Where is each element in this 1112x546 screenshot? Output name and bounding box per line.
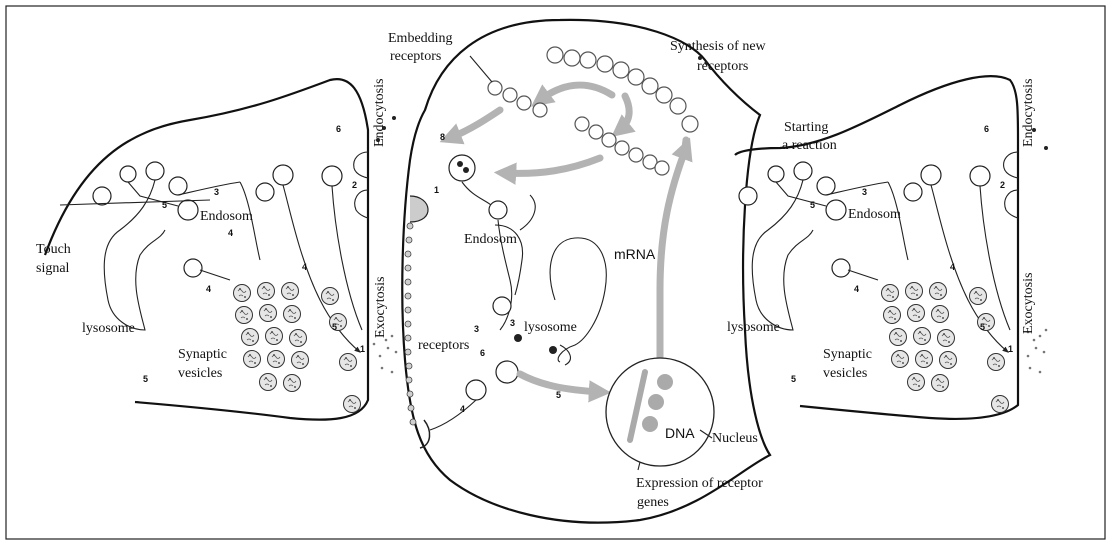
step-number: 5: [143, 374, 148, 384]
figure-border: [6, 6, 1105, 539]
step-number: 2: [1000, 180, 1005, 190]
embedding-receptors-label-line1: Embedding: [388, 31, 453, 46]
step-number: 6: [984, 124, 989, 134]
synaptic-vesicles-label-left-line1: Synaptic: [178, 347, 227, 362]
embedding-receptors-label-line2: receptors: [390, 49, 441, 64]
endosom-label-right: Endosom: [848, 207, 901, 222]
lysosome-label-right: lysosome: [727, 320, 780, 335]
endosom-label-left: Endosom: [200, 209, 253, 224]
step-number: 4: [854, 284, 859, 294]
step-number: 3: [474, 324, 479, 334]
nucleus-label: Nucleus: [712, 431, 758, 446]
step-number: 1: [360, 344, 365, 354]
step-number: 5: [791, 374, 796, 384]
dna-label: DNA: [665, 425, 695, 441]
postsynaptic-cell: [402, 20, 770, 523]
step-number: 3: [510, 318, 515, 328]
synthesis-label-line2: receptors: [697, 59, 748, 74]
step-number: 5: [332, 322, 337, 332]
lysosome-label-center: lysosome: [524, 320, 577, 335]
synaptic-vesicles-label-left-line2: vesicles: [178, 366, 222, 381]
step-number: 8: [440, 132, 445, 142]
step-number: 3: [214, 187, 219, 197]
starting-reaction-label-line1: Starting: [784, 120, 828, 135]
endocytosis-label-right: Endocytosis: [1021, 79, 1036, 147]
starting-reaction-label-line2: a reaction: [782, 138, 837, 153]
internalized-receptor-cluster: [449, 155, 475, 181]
step-number: 1: [1008, 344, 1013, 354]
membrane-receptor-beads: [405, 223, 416, 425]
step-number: 4: [228, 228, 233, 238]
touch-signal-label-line1: Touch: [36, 242, 71, 257]
step-number: 6: [336, 124, 341, 134]
step-number: 4: [460, 404, 465, 414]
left-synaptic-vesicles: [234, 283, 361, 413]
step-number: 6: [480, 348, 485, 358]
nucleus: [606, 358, 714, 470]
expression-label-line1: Expression of receptor: [636, 476, 763, 491]
step-number: 1: [434, 185, 439, 195]
synthesis-label-line1: Synthesis of new: [670, 39, 767, 54]
endocytosis-label-left: Endocytosis: [372, 79, 387, 147]
touch-signal-label-line2: signal: [36, 261, 70, 276]
right-presynaptic-terminal: [735, 76, 1047, 419]
synaptic-vesicles-label-right-line2: vesicles: [823, 366, 867, 381]
step-number: 4: [950, 262, 955, 272]
right-synaptic-vesicles: [882, 283, 1009, 413]
mrna-label: mRNA: [614, 246, 656, 262]
synaptic-vesicles-label-right-line1: Synaptic: [823, 347, 872, 362]
step-number: 4: [302, 262, 307, 272]
step-number: 5: [162, 200, 167, 210]
step-number: 5: [556, 390, 561, 400]
endosom-label-center: Endosom: [464, 232, 517, 247]
exocytosis-label-left: Exocytosis: [373, 277, 388, 338]
step-number: 3: [862, 187, 867, 197]
lysosome-label-left: lysosome: [82, 321, 135, 336]
step-number: 5: [810, 200, 815, 210]
exocytosis-label-right: Exocytosis: [1021, 273, 1036, 334]
receptors-label: receptors: [418, 338, 469, 353]
step-number: 5: [980, 322, 985, 332]
step-number: 4: [206, 284, 211, 294]
receptor-chains: [488, 47, 698, 175]
step-number: 2: [352, 180, 357, 190]
expression-label-line2: genes: [637, 495, 669, 510]
